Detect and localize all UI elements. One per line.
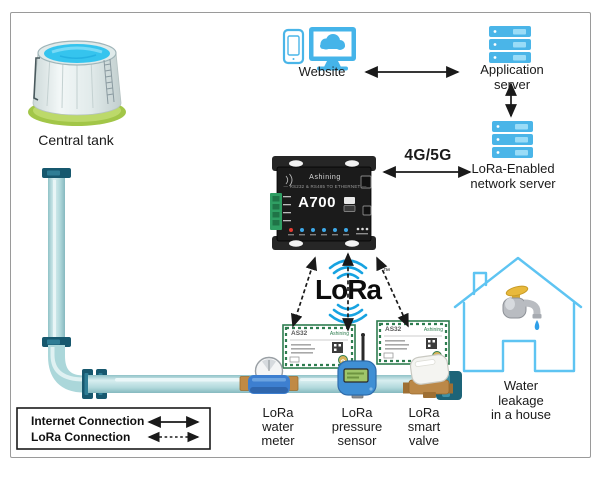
lora-logo-word: LoRa (315, 274, 382, 305)
mounting-hole (345, 160, 359, 167)
mounting-hole (289, 160, 303, 167)
gateway-brand-label: Ashining (309, 174, 341, 181)
house-icon (453, 256, 583, 373)
vertical-pipe (42, 168, 71, 347)
lora-logo-trademark: ™ (383, 268, 390, 275)
application-server-icon (489, 26, 531, 63)
water-meter-label: LoRa water meter (261, 405, 295, 449)
application-server-label: Application server (480, 62, 544, 92)
module-left-brand-label: Ashining (329, 331, 349, 337)
pressure-sensor-label: LoRa pressure sensor (331, 405, 383, 449)
legend-internet-label: Internet Connection (31, 414, 145, 428)
network-server-icon (492, 121, 533, 158)
dashed-arrow-gateway-watermeter (291, 256, 317, 328)
phone-icon (282, 28, 305, 65)
central-tank-label: Central tank (38, 132, 114, 148)
lora-module-left (282, 324, 356, 369)
water-tank-icon (28, 40, 126, 126)
qr-code (332, 342, 343, 353)
faucet-icon (502, 285, 542, 330)
cellular-link-label: 4G/5G (404, 147, 452, 164)
antenna-wave-icon (285, 173, 293, 187)
ethernet-port-icon (360, 175, 372, 216)
pressure-sensor-icon (337, 333, 377, 399)
smart-valve-label: LoRa smart valve (407, 405, 441, 449)
module-right-model-label: AS32 (385, 326, 402, 333)
module-right-brand-label: Ashining (423, 327, 443, 333)
tank-ladder (103, 58, 115, 105)
water-drop-icon (534, 320, 540, 330)
roof (453, 256, 583, 309)
website-label: Website (298, 64, 346, 79)
monitor-cloud-icon (309, 27, 356, 71)
dashed-arrow-gateway-smartvalve (376, 256, 409, 328)
cloud-icon (320, 34, 345, 50)
module-left-model-label: AS32 (291, 330, 308, 337)
model-badges (343, 197, 356, 212)
smart-valve-icon (403, 354, 453, 398)
diagram-frame (10, 12, 591, 458)
gateway-subtitle-label: — RS232 & RS485 TO ETHERNET — (283, 183, 367, 189)
mounting-hole (345, 240, 359, 247)
gateway-device (270, 156, 376, 250)
terminal-block (270, 193, 291, 230)
gateway-model-label: A700 (298, 194, 336, 211)
house-label: Water leakage in a house (491, 378, 551, 423)
led-indicators (288, 227, 369, 236)
network-server-label: LoRa-Enabled network server (470, 161, 556, 191)
water-meter-icon (239, 356, 299, 394)
qr-code (426, 338, 437, 349)
tank-side-pipe (33, 57, 40, 101)
mounting-hole (289, 240, 303, 247)
legend-box (16, 407, 211, 450)
legend-lora-label: LoRa Connection (31, 429, 131, 444)
chimney (472, 271, 488, 296)
walls-door (462, 301, 576, 373)
